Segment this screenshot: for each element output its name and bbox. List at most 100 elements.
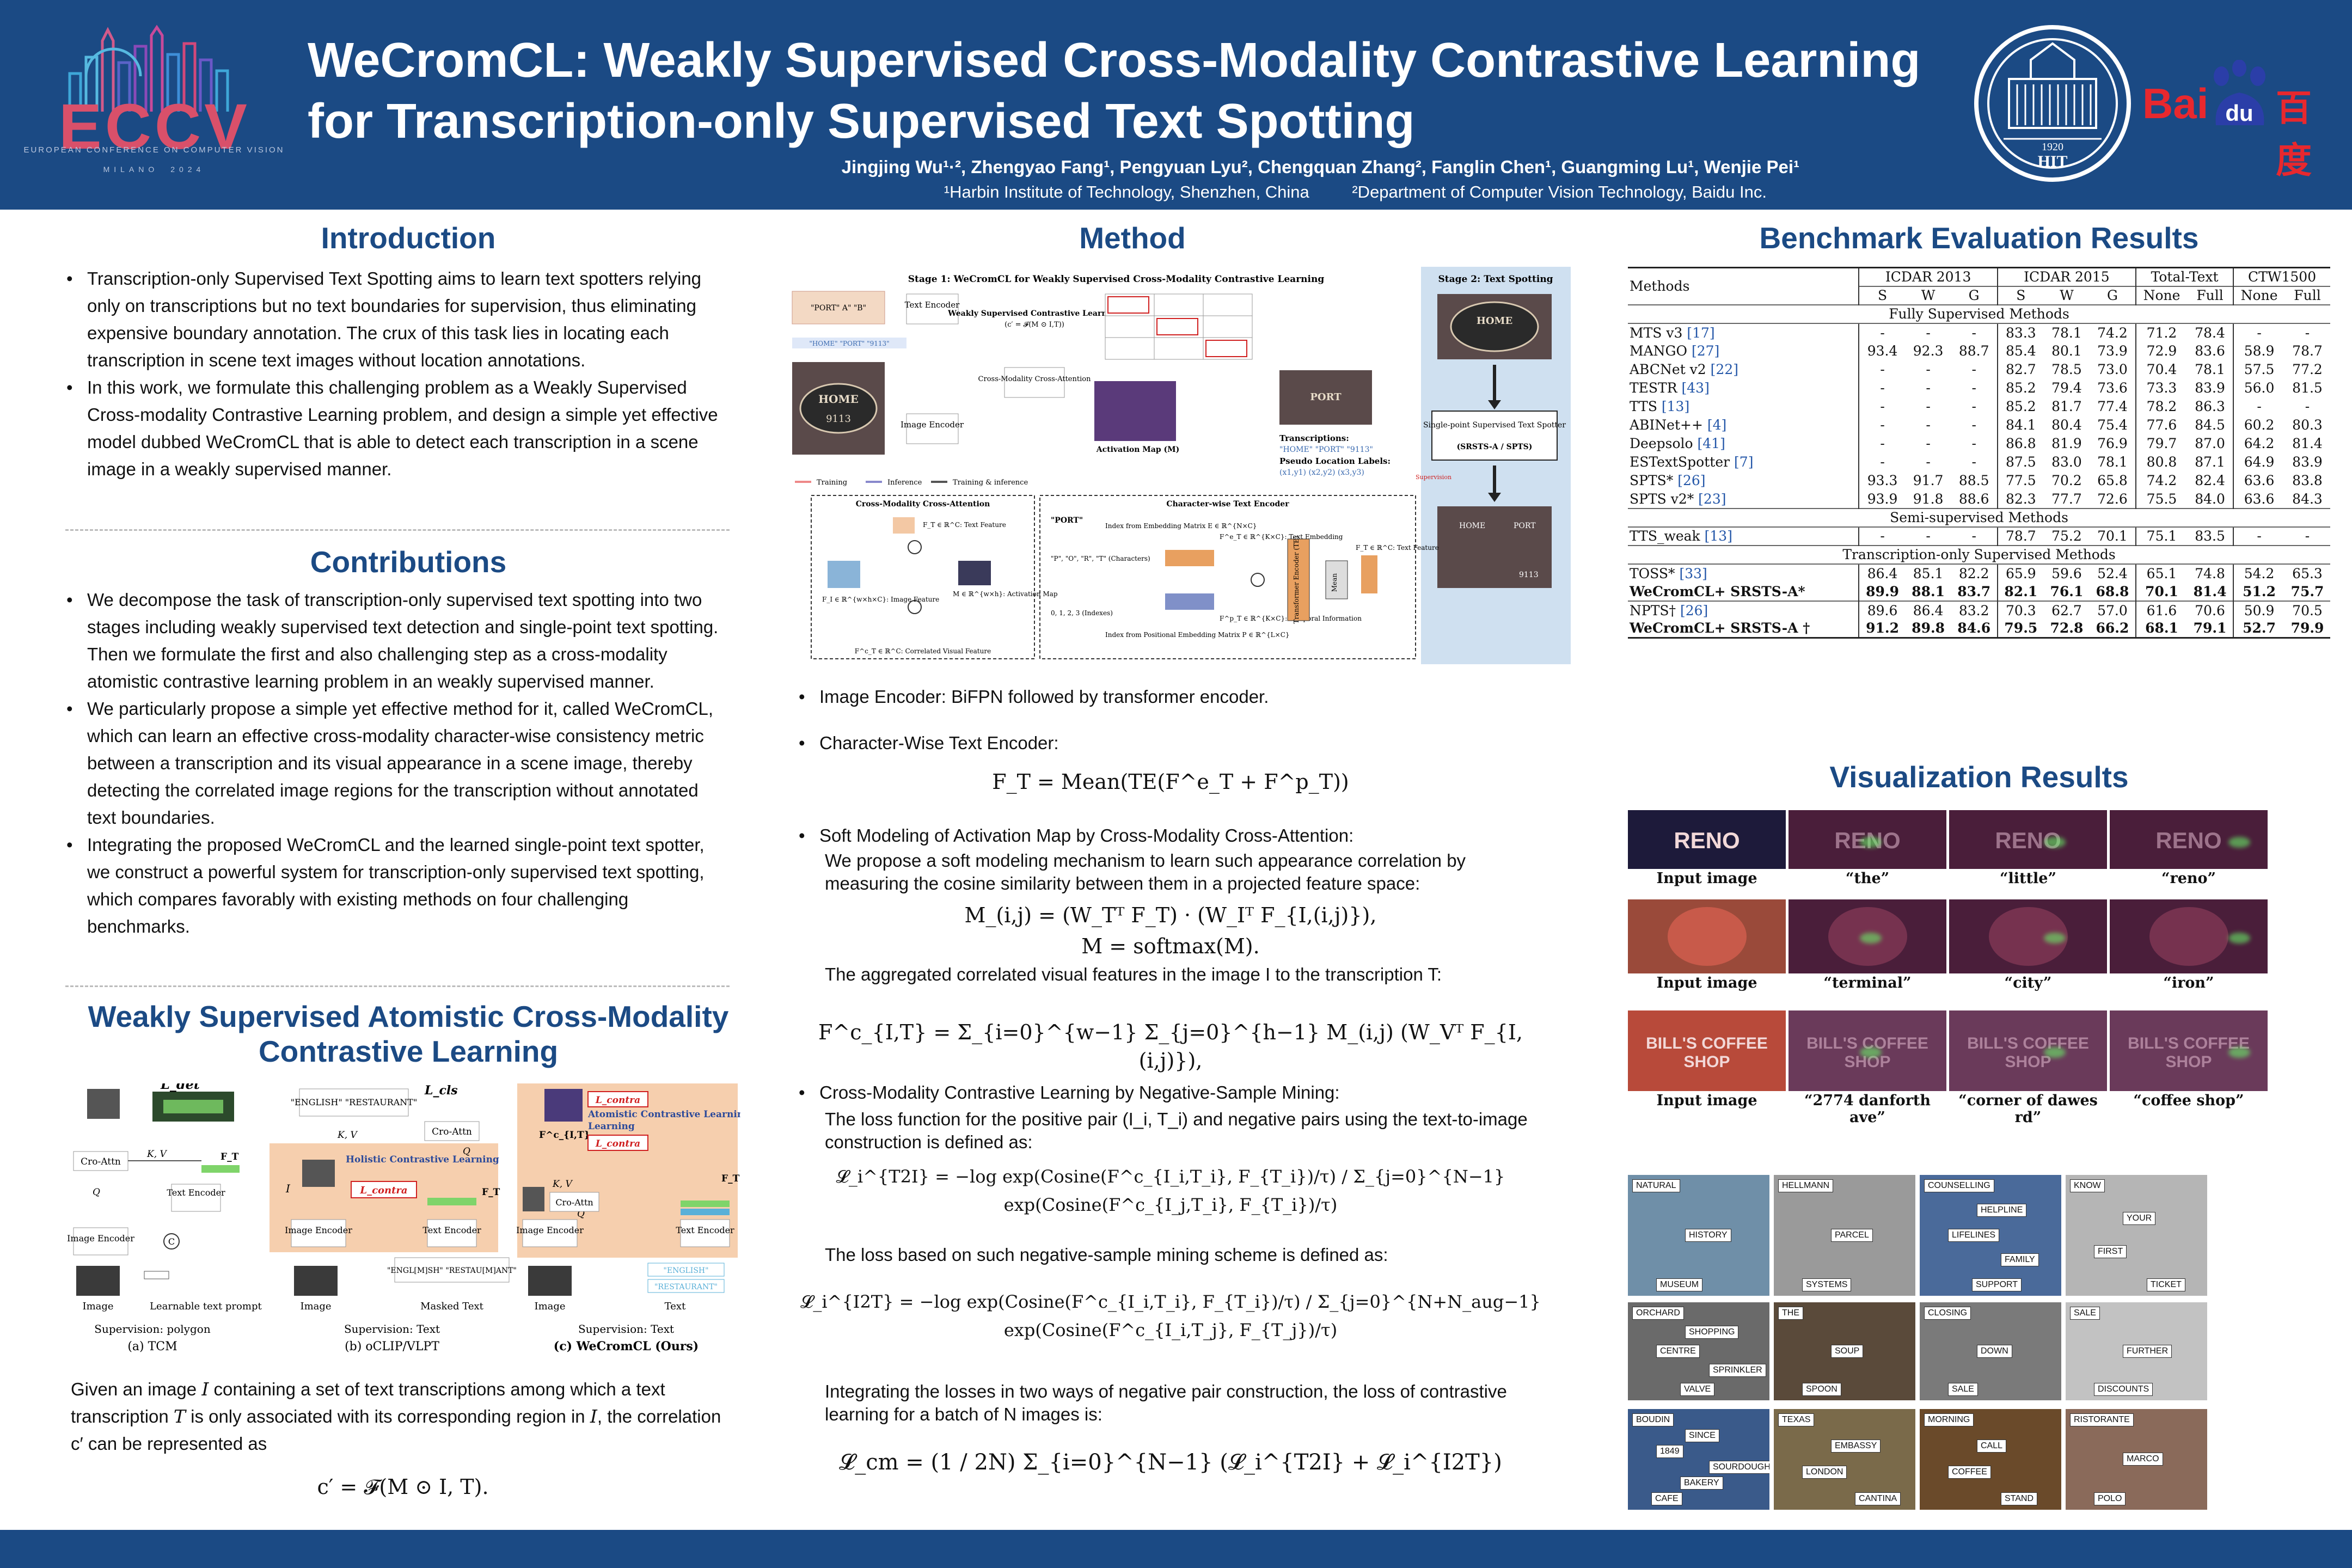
table-cell: 68.1 xyxy=(2135,619,2187,639)
hydrant-cap-shape xyxy=(1667,906,1747,966)
gallery-label: YOUR xyxy=(2123,1212,2156,1225)
home-port-sign: HOME xyxy=(818,393,859,406)
activation-map-image: BILL'S COFFEE SHOP xyxy=(1949,1010,2107,1091)
table-cell: 83.6 xyxy=(2195,343,2225,359)
wscl-label: Weakly Supervised Contrastive Learning xyxy=(947,309,1121,318)
ft-label: F_T xyxy=(220,1152,239,1162)
image-label: Image xyxy=(534,1301,565,1312)
table-cell: 70.3 xyxy=(1996,600,2044,620)
table-cell: 78.2 xyxy=(2135,397,2187,416)
table-cell: 73.3 xyxy=(2135,378,2187,397)
table-cell: 80.3 xyxy=(2292,417,2323,433)
affiliation-hit: ¹Harbin Institute of Technology, Shenzhe… xyxy=(944,182,1309,201)
activation-highlight xyxy=(1859,836,1882,848)
poster-header: ECCV EUROPEAN CONFERENCE ON COMPUTER VIS… xyxy=(0,0,2352,210)
svg-text:"PORT" A" "B": "PORT" A" "B" xyxy=(811,304,866,313)
l-contra-label: L_contra xyxy=(595,1138,640,1149)
gallery-label: HISTORY xyxy=(1685,1229,1731,1242)
visualization-caption: Input image xyxy=(1656,870,1757,887)
table-cell: 74.2 xyxy=(2135,471,2187,490)
gallery-label: MARCO xyxy=(2123,1453,2163,1466)
stage1-title: Stage 1: WeCromCL for Weakly Supervised … xyxy=(908,274,1325,285)
spotter-sub-label: (SRSTS-A / SPTS) xyxy=(1457,443,1533,451)
text-encoder-label: Text Encoder xyxy=(676,1225,734,1235)
method-ref: [27] xyxy=(1691,343,1720,359)
table-cell: 77.4 xyxy=(2097,399,2128,414)
table-cell: 82.2 xyxy=(1951,563,1998,583)
table-cell: 61.6 xyxy=(2135,600,2187,620)
method-ref: [41] xyxy=(1697,436,1725,451)
dataset-header: ICDAR 2015 xyxy=(1996,267,2136,286)
subcolumn-header: W xyxy=(1905,285,1951,305)
method-ref: [26] xyxy=(1677,473,1706,488)
activation-highlight xyxy=(2044,933,2066,944)
table-cell: - xyxy=(1971,399,1976,414)
transcription-chips: "HOME" "PORT" "9113" xyxy=(809,340,889,347)
method-ref: [43] xyxy=(1681,380,1710,396)
eccv-logo-city-name: MILANO xyxy=(103,165,159,174)
table-cell: - xyxy=(2233,526,2285,546)
visualization-caption: Input image xyxy=(1656,1092,1757,1109)
activation-highlight xyxy=(1859,933,1882,944)
baidu-logo-text-cn: 百度 xyxy=(2276,88,2312,180)
table-cell: - xyxy=(1926,417,1931,433)
cro-attn-label: Cro-Attn xyxy=(555,1197,593,1208)
legend-both: Training & inference xyxy=(953,479,1028,487)
supervision-arrow-label: Supervision xyxy=(1416,474,1451,481)
table-cell: 78.5 xyxy=(2051,362,2082,377)
visualization-caption: “city” xyxy=(2004,975,2052,991)
baidu-logo-text-du: du xyxy=(2225,100,2253,126)
subfig1-correlated-feature: F^c_T ∈ ℝ^C: Correlated Visual Feature xyxy=(855,647,991,655)
supervision-label: Supervision: Text xyxy=(344,1322,440,1336)
gallery-label: LIFELINES xyxy=(1948,1229,2000,1242)
section-label: Transcription-only Supervised Methods xyxy=(1628,544,2330,564)
baidu-paw-icon: du xyxy=(2214,60,2265,126)
subfig2-characters: "P", "O", "R", "T" (Characters) xyxy=(1051,555,1150,562)
table-cell: 89.6 xyxy=(1858,600,1906,620)
table-cell: - xyxy=(1951,526,1998,546)
table-cell: 75.5 xyxy=(2135,489,2187,509)
activation-highlight xyxy=(2228,836,2250,848)
visualization-caption: “iron” xyxy=(2163,975,2214,991)
table-cell: 65.1 xyxy=(2135,563,2187,583)
method-name: WeCromCL+ SRSTS-A † xyxy=(1628,619,1859,639)
gallery-label: MUSEUM xyxy=(1656,1278,1703,1291)
method-figure: Stage 1: WeCromCL for Weakly Supervised … xyxy=(792,267,1571,664)
subcolumn-header: G xyxy=(2089,285,2136,305)
method-label: WeCromCL+ SRSTS-A † xyxy=(1630,620,1810,636)
visualization-caption: “terminal” xyxy=(1823,975,1912,991)
method-ref: [4] xyxy=(1707,417,1727,433)
author-list: Jingjing Wu¹·², Zhengyao Fang¹, Pengyuan… xyxy=(841,157,1799,177)
text-encoder-label: Text Encoder xyxy=(422,1225,481,1235)
subfig2-indexes: 0, 1, 2, 3 (Indexes) xyxy=(1051,609,1113,617)
poster-title: WeCromCL: Weakly Supervised Cross-Modali… xyxy=(308,30,1941,152)
table-cell: 91.2 xyxy=(1858,619,1906,639)
method-name: Deepsolo [41] xyxy=(1628,434,1859,453)
pseudo-label: Pseudo Location Labels: xyxy=(1279,456,1391,466)
benchmark-title: Benchmark Evaluation Results xyxy=(1759,221,2199,255)
method-name: ESTextSpotter [7] xyxy=(1628,453,1859,471)
subfig2-text-embedding: F^e_T ∈ ℝ^{K×C}: Text Embedding xyxy=(1220,533,1343,541)
method-label: WeCromCL+ SRSTS-A* xyxy=(1630,583,1805,599)
masked-text-label: Masked Text xyxy=(420,1301,484,1312)
table-cell: 72.8 xyxy=(2043,619,2090,639)
table-cell: 64.9 xyxy=(2233,452,2285,471)
method-name: WeCromCL+ SRSTS-A* xyxy=(1628,583,1859,601)
subfig2-text-feature: F_T ∈ ℝ^C: Text Feature xyxy=(1356,544,1439,552)
table-cell: - xyxy=(1971,362,1976,377)
sign-text: BILL'S COFFEE SHOP xyxy=(1967,1034,2089,1071)
activation-map-image: RENO xyxy=(2110,810,2268,869)
transcriptions-label: Transcriptions: xyxy=(1279,433,1349,443)
table-cell: 84.1 xyxy=(1996,415,2044,434)
